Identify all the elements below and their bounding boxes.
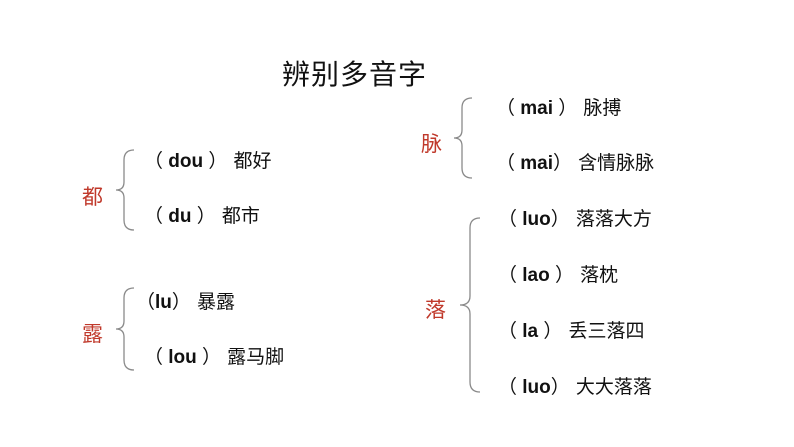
brace-luo xyxy=(459,217,481,393)
paren-close: ） xyxy=(553,98,578,119)
paren-open: （ xyxy=(496,153,521,174)
word: 露马脚 xyxy=(227,346,285,368)
paren-close: ） xyxy=(553,153,573,174)
paren-open: （ xyxy=(498,209,523,230)
char-mai: 脉 xyxy=(421,132,442,156)
brace-mai xyxy=(453,97,473,179)
paren-open: （ xyxy=(136,292,156,313)
paren-open: （ xyxy=(498,265,523,286)
page-title: 辨别多音字 xyxy=(282,58,428,91)
pinyin: dou xyxy=(168,151,204,172)
paren-open: （ xyxy=(496,98,521,119)
char-dou: 都 xyxy=(82,185,103,209)
pinyin: mai xyxy=(520,153,554,174)
entry-du-1: （ du ） 都市 xyxy=(144,202,260,230)
pinyin: lao xyxy=(522,265,550,286)
paren-close: ） xyxy=(550,377,570,398)
paren-open: （ xyxy=(498,321,523,342)
word: 含情脉脉 xyxy=(578,152,655,174)
pinyin: la xyxy=(522,321,539,342)
entry-lu-1: （lu） 暴露 xyxy=(136,288,235,316)
word: 都好 xyxy=(233,150,272,172)
paren-close: ） xyxy=(196,347,222,368)
char-luo: 落 xyxy=(425,298,446,322)
word: 脉搏 xyxy=(583,97,622,119)
paren-close: ） xyxy=(191,206,216,227)
paren-open: （ xyxy=(144,347,169,368)
paren-open: （ xyxy=(144,206,169,227)
word: 暴露 xyxy=(196,291,235,313)
entry-luo-1: （ luo） 落落大方 xyxy=(498,205,652,233)
paren-close: ） xyxy=(203,151,228,172)
word: 落枕 xyxy=(580,264,619,286)
entry-dou-1: （ dou ） 都好 xyxy=(144,147,271,175)
pinyin: lou xyxy=(168,347,197,368)
char-lu: 露 xyxy=(82,322,103,346)
entry-lao-1: （ lao ） 落枕 xyxy=(498,261,618,289)
paren-close: ） xyxy=(550,209,570,230)
word: 大大落落 xyxy=(575,376,652,398)
paren-close: ） xyxy=(538,321,563,342)
brace-dou xyxy=(115,149,135,231)
entry-lou-1: （ lou ） 露马脚 xyxy=(144,343,284,371)
pinyin: luo xyxy=(522,377,551,398)
pinyin: du xyxy=(168,206,192,227)
pinyin: lu xyxy=(155,292,172,313)
entry-la-1: （ la ） 丢三落四 xyxy=(498,317,644,345)
paren-open: （ xyxy=(144,151,169,172)
paren-open: （ xyxy=(498,377,523,398)
paren-close: ） xyxy=(171,292,191,313)
word: 都市 xyxy=(221,205,260,227)
entry-mai-2: （ mai） 含情脉脉 xyxy=(496,149,654,177)
entry-luo-2: （ luo） 大大落落 xyxy=(498,373,652,401)
entry-mai-1: （ mai ） 脉搏 xyxy=(496,94,621,122)
word: 落落大方 xyxy=(575,208,652,230)
brace-lu xyxy=(115,287,135,371)
pinyin: luo xyxy=(522,209,551,230)
pinyin: mai xyxy=(520,98,554,119)
word: 丢三落四 xyxy=(568,320,645,342)
paren-close: ） xyxy=(549,265,575,286)
